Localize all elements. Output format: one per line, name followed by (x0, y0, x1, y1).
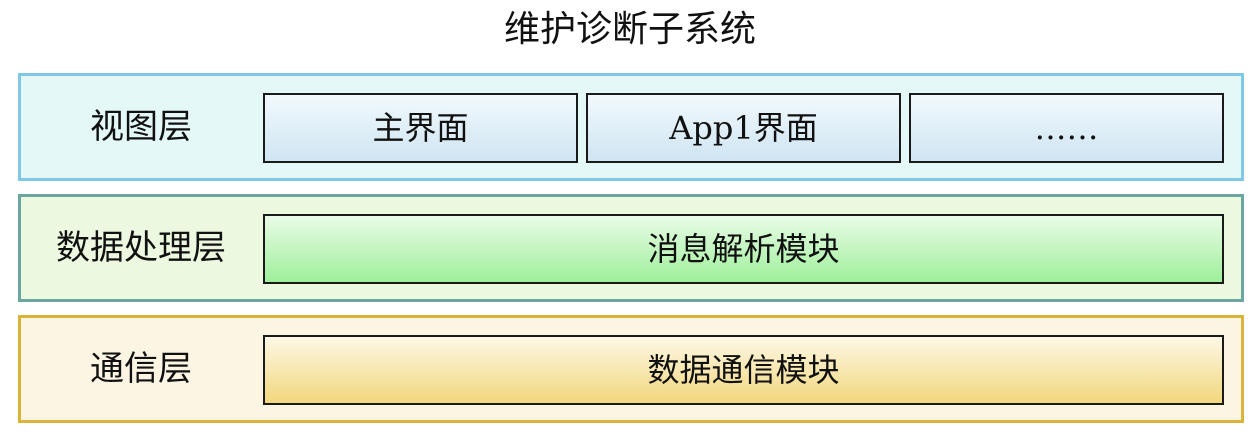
data-processing-layer: 数据处理层 消息解析模块 (18, 194, 1244, 302)
data-processing-layer-label: 数据处理层 (56, 228, 226, 268)
communication-layer-label: 通信层 (90, 349, 192, 389)
view-layer: 视图层 主界面 App1界面 …… (18, 73, 1244, 181)
main-interface-module: 主界面 (263, 93, 578, 163)
communication-layer: 通信层 数据通信模块 (18, 315, 1244, 423)
app1-interface-module: App1界面 (586, 93, 901, 163)
diagram-title: 维护诊断子系统 (503, 9, 756, 50)
view-layer-label: 视图层 (90, 107, 192, 147)
more-modules-placeholder: …… (909, 93, 1224, 163)
data-communication-module: 数据通信模块 (263, 335, 1224, 405)
message-parsing-module: 消息解析模块 (263, 214, 1224, 284)
